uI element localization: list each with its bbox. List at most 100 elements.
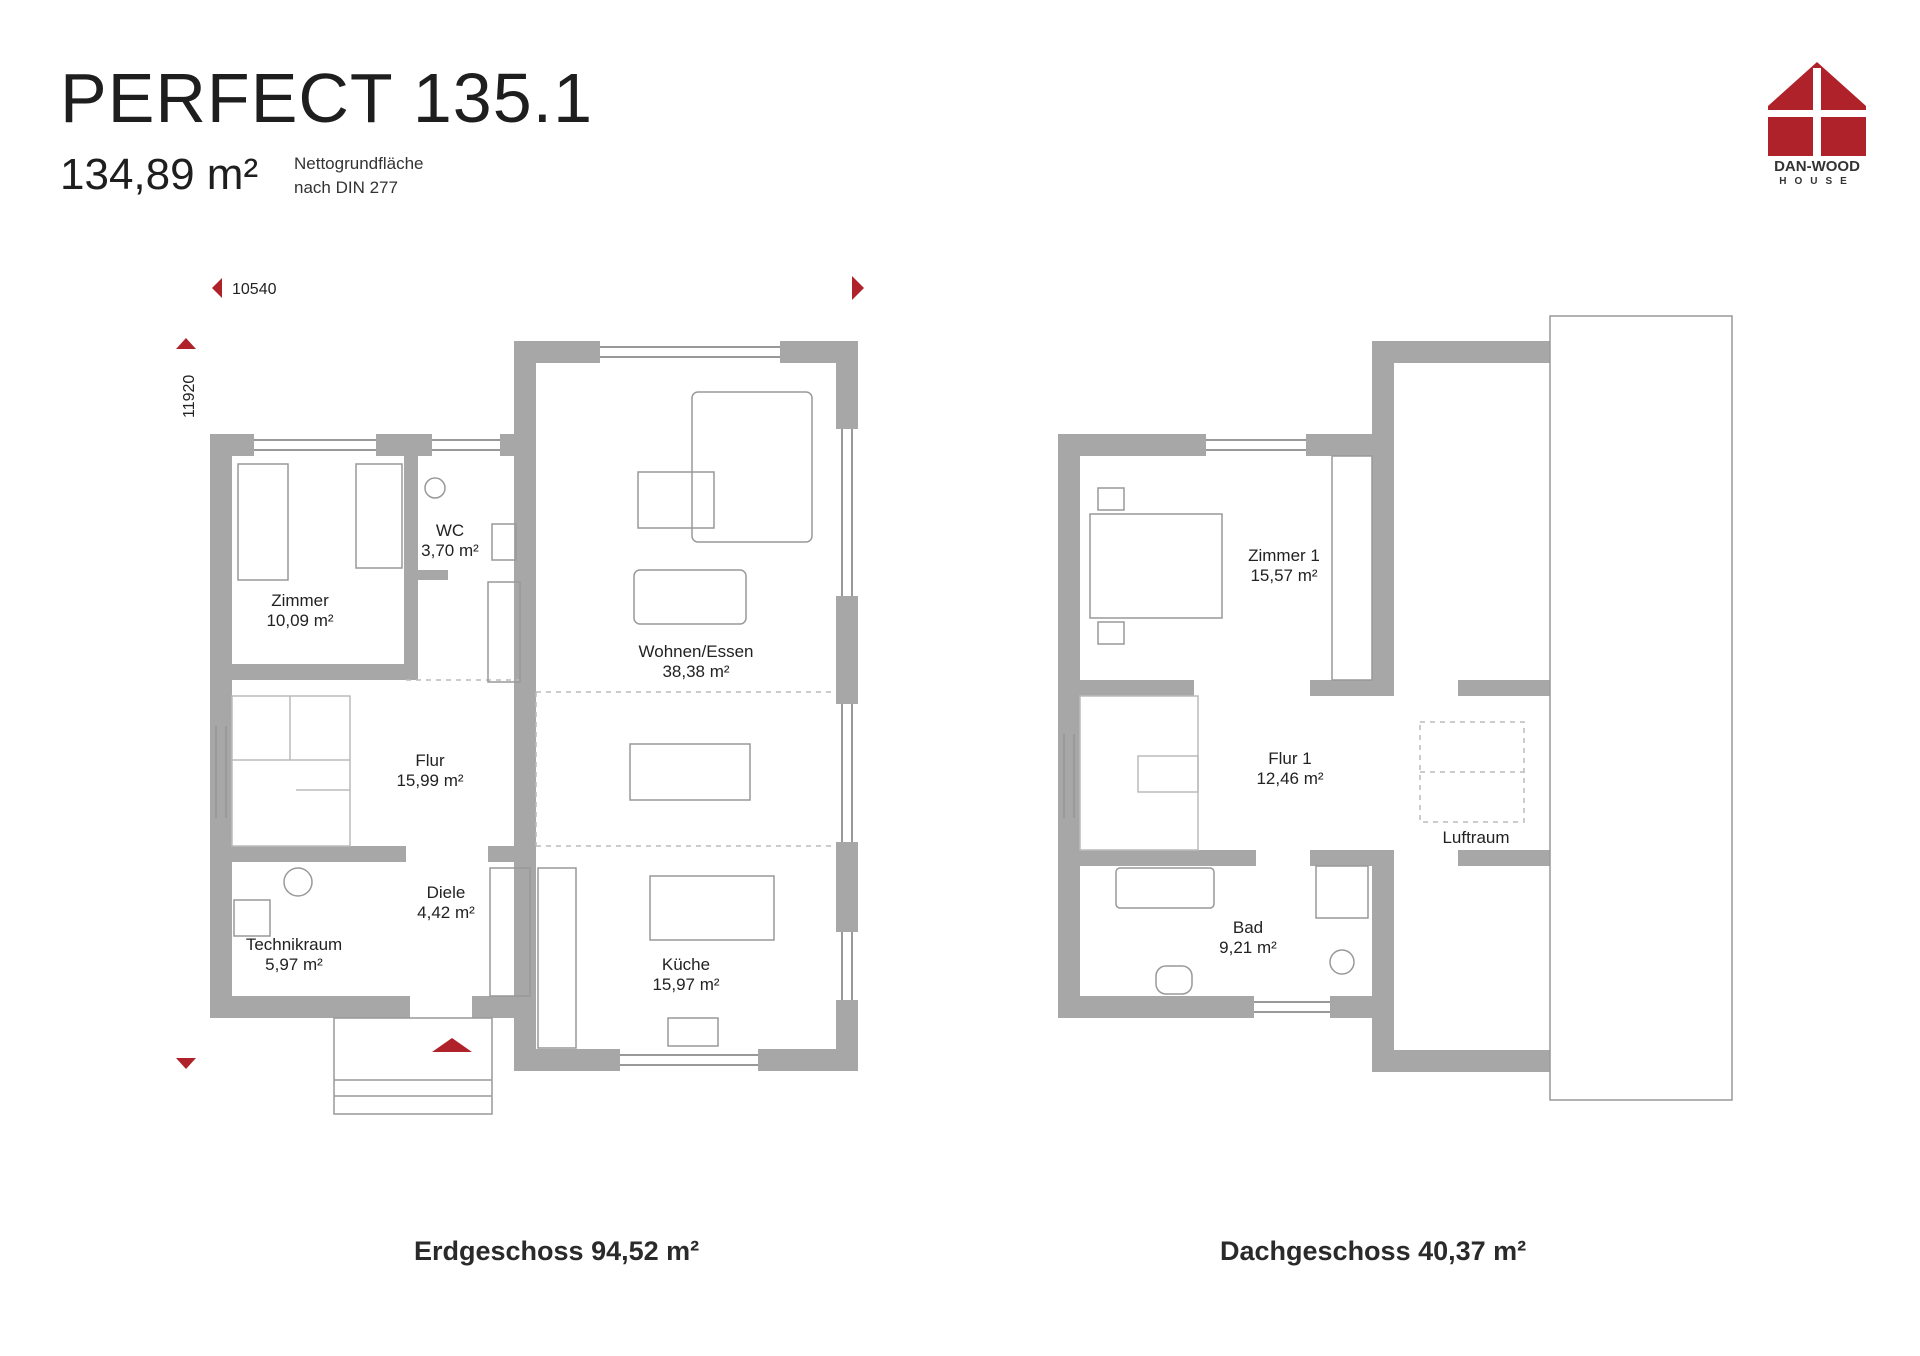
wall [1372, 341, 1394, 681]
depth-arrow-bottom [176, 1058, 196, 1069]
wall [1372, 864, 1394, 1072]
shower [1315, 865, 1369, 919]
wall [1058, 434, 1206, 456]
room-area-wc: 3,70 m² [421, 541, 479, 560]
dimension-markers: 10540 11920 [176, 276, 864, 1069]
room-name-flur: Flur [415, 751, 445, 770]
entrance-arrow-icon [432, 1038, 472, 1052]
wall [376, 434, 432, 456]
wall [232, 664, 406, 680]
room-name-zimmer1: Zimmer 1 [1248, 546, 1320, 565]
room-area-flur1: 12,46 m² [1256, 769, 1323, 788]
nightstand [1097, 487, 1125, 511]
dan-wood-logo [1768, 62, 1866, 156]
basin [1155, 965, 1193, 995]
room-name-diele: Diele [427, 883, 466, 902]
wall [1058, 434, 1080, 1018]
room-area-wohnen: 38,38 m² [662, 662, 729, 681]
area-note: Nettogrundfläche nach DIN 277 [294, 152, 423, 200]
wardrobe [487, 581, 521, 683]
desk [355, 463, 403, 569]
room-area-zimmer: 10,09 m² [266, 611, 333, 630]
width-arrow-left [212, 278, 222, 298]
wall [836, 341, 858, 429]
wall [514, 1049, 620, 1071]
coffee-table [637, 471, 715, 529]
ground-floor-windows [215, 346, 853, 1066]
boiler [233, 899, 271, 937]
double-bed [1089, 513, 1223, 619]
wall [1458, 680, 1550, 696]
sofa [691, 391, 813, 543]
ground-floor-stairs [231, 695, 351, 847]
upper-floor-plan: Zimmer 1 15,57 m² Flur 1 12,46 m² Luftra… [1058, 315, 1733, 1101]
wall [1310, 680, 1394, 696]
wall [404, 456, 418, 680]
room-area-bad: 9,21 m² [1219, 938, 1277, 957]
washer [283, 867, 313, 897]
room-name-wohnen: Wohnen/Essen [639, 642, 754, 661]
room-area-kueche: 15,97 m² [652, 975, 719, 994]
wall [1310, 850, 1394, 866]
width-dimension: 10540 [232, 281, 277, 298]
room-area-technik: 5,97 m² [265, 955, 323, 974]
sink [667, 1017, 719, 1047]
room-name-technik: Technikraum [246, 935, 342, 954]
room-name-luftraum: Luftraum [1442, 828, 1509, 847]
upper-floor-walls [1058, 341, 1550, 1072]
room-name-kueche: Küche [662, 955, 710, 974]
nightstand [1097, 621, 1125, 645]
upper-floor-caption: Dachgeschoss 40,37 m² [1220, 1236, 1527, 1266]
roof-outline [1549, 315, 1733, 1101]
room-area-flur: 15,99 m² [396, 771, 463, 790]
logo-cross-horizontal [1768, 110, 1866, 117]
area-note-line1: Nettogrundfläche [294, 154, 424, 173]
wall [514, 341, 536, 1071]
width-arrow-right [852, 276, 864, 300]
plan-title: PERFECT 135.1 [60, 59, 594, 137]
wall [472, 996, 492, 1018]
cabinet [489, 867, 531, 997]
wall [1372, 341, 1550, 363]
wall [514, 341, 600, 363]
entrance-steps [333, 1017, 493, 1115]
upper-floor-stairs [1079, 695, 1199, 851]
wardrobe [1331, 455, 1373, 681]
zone-lines [406, 679, 836, 847]
area-note-line2: nach DIN 277 [294, 178, 398, 197]
logo-subtitle: HOUSE [1779, 176, 1855, 187]
wall [1080, 850, 1256, 866]
room-name-flur1: Flur 1 [1268, 749, 1311, 768]
dining-table [629, 743, 751, 801]
wall [1372, 1050, 1550, 1072]
bed [237, 463, 289, 581]
wall [1058, 996, 1254, 1018]
upper-floor-furniture [1089, 455, 1373, 995]
upper-floor-windows [1063, 439, 1330, 1013]
toilet [1329, 949, 1355, 975]
wall [418, 570, 448, 580]
toilet [424, 477, 446, 499]
depth-arrow-top [176, 338, 196, 349]
wall [390, 996, 410, 1018]
bathtub [1115, 867, 1215, 909]
room-name-zimmer: Zimmer [271, 591, 329, 610]
ground-floor-plan: Zimmer 10,09 m² WC 3,70 m² Wohnen/Essen … [210, 341, 858, 1115]
basin [491, 523, 517, 561]
depth-dimension: 11920 [181, 375, 198, 418]
logo-name: DAN-WOOD [1774, 158, 1860, 175]
wall [520, 456, 536, 680]
wall [836, 596, 858, 704]
armchairs [633, 569, 747, 625]
wall [210, 434, 254, 456]
total-area: 134,89 m² [60, 150, 259, 199]
wall [1080, 680, 1194, 696]
ground-floor-caption: Erdgeschoss 94,52 m² [414, 1236, 700, 1266]
room-name-bad: Bad [1233, 918, 1263, 937]
room-area-diele: 4,42 m² [417, 903, 475, 922]
wall [232, 846, 406, 862]
wall [210, 434, 232, 1018]
wall [210, 996, 390, 1018]
kitchen-counter [537, 867, 577, 1049]
wall [1330, 996, 1394, 1018]
